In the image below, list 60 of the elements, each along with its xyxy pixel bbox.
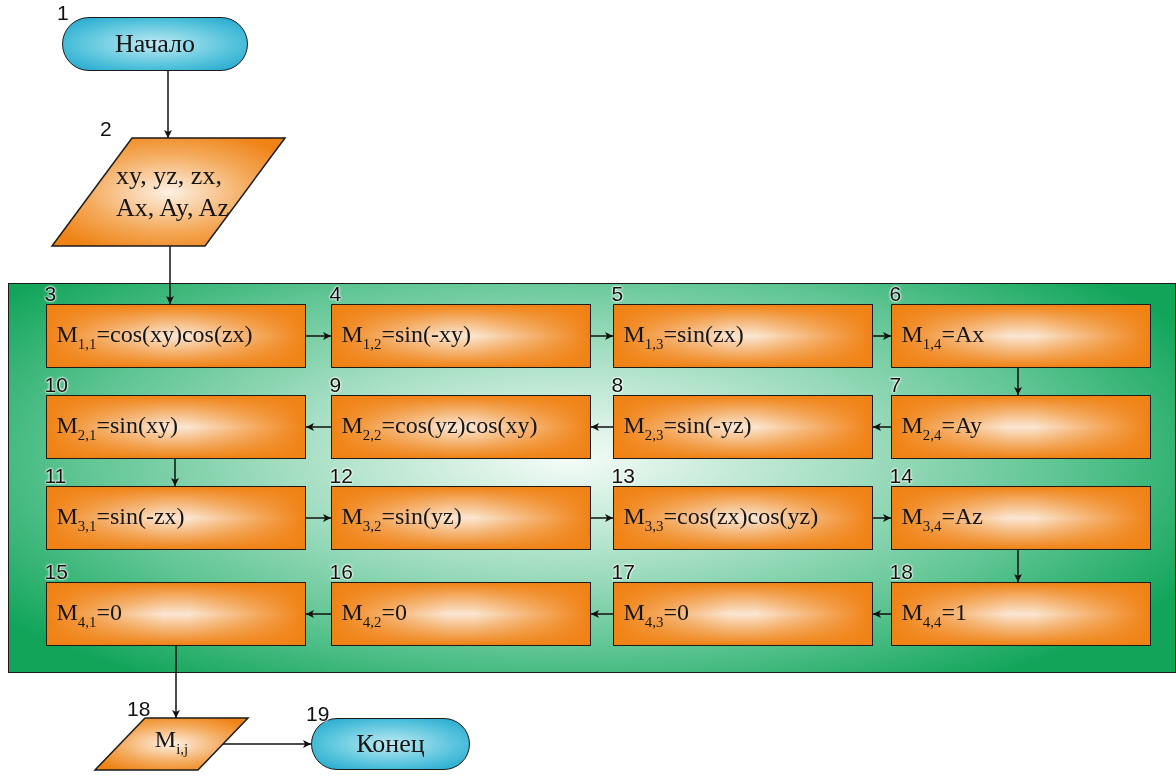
step-number: 1	[57, 2, 69, 23]
arrow	[872, 423, 892, 431]
step-number: 2	[100, 118, 112, 139]
arrow	[164, 70, 172, 139]
arrow	[222, 740, 312, 748]
arrow	[872, 332, 892, 340]
formula-text: M$_{2,4}$=Ay	[901, 410, 983, 445]
step-number: 18	[127, 698, 151, 719]
io-text: xy, yz, zx, Ax, Ay, Az	[116, 160, 230, 224]
formula-text: M$_{1,4}$=Ax	[901, 319, 985, 354]
arrow	[590, 514, 614, 522]
formula-text: M$_{1,3}$=sin(zx)	[623, 319, 744, 354]
step-number: 17	[611, 560, 635, 582]
io-text: M$_{i,j}$	[153, 726, 190, 758]
step-number: 15	[44, 560, 68, 582]
step-number: 18	[889, 560, 913, 582]
step-number: 14	[889, 464, 913, 486]
formula-text: M$_{4,3}$=0	[623, 597, 689, 632]
formula-text: M$_{1,1}$=cos(xy)cos(zx)	[56, 319, 253, 354]
arrow	[305, 514, 332, 522]
step-number: 7	[889, 373, 902, 395]
formula-text: M$_{1,2}$=sin(-xy)	[341, 319, 471, 354]
step-number: 5	[611, 282, 624, 304]
arrow	[590, 610, 614, 618]
loop-panel	[8, 283, 1176, 673]
arrow	[590, 332, 614, 340]
arrow	[1014, 549, 1022, 583]
terminal-label: Начало	[113, 29, 197, 59]
arrow	[305, 610, 332, 618]
step-number: 12	[329, 464, 353, 486]
formula-text: M$_{3,2}$=sin(yz)	[341, 501, 462, 536]
terminal-label: Конец	[355, 729, 426, 759]
arrow	[172, 645, 180, 719]
arrow	[872, 610, 892, 618]
arrow	[590, 423, 614, 431]
step-number: 19	[306, 703, 330, 724]
formula-text: M$_{2,1}$=sin(xy)	[56, 410, 178, 445]
formula-text: M$_{4,2}$=0	[341, 597, 407, 632]
formula-text: M$_{2,2}$=cos(yz)cos(xy)	[341, 410, 538, 445]
arrow	[305, 332, 332, 340]
formula-text: M$_{2,3}$=sin(-yz)	[623, 410, 752, 445]
formula-text: M$_{4,1}$=0	[56, 597, 122, 632]
step-number: 11	[44, 464, 67, 486]
formula-text: M$_{3,4}$=Az	[901, 501, 983, 536]
formula-text: M$_{3,1}$=sin(-zx)	[56, 501, 185, 536]
arrow	[1014, 367, 1022, 396]
step-number: 10	[44, 373, 68, 395]
arrow	[171, 458, 179, 487]
formula-text: M$_{4,4}$=1	[901, 597, 967, 632]
arrow	[305, 423, 332, 431]
step-number: 16	[329, 560, 353, 582]
step-number: 4	[329, 282, 342, 304]
step-number: 13	[611, 464, 635, 486]
arrow	[166, 245, 174, 305]
formula-text: M$_{3,3}$=cos(zx)cos(yz)	[623, 501, 819, 536]
step-number: 9	[329, 373, 342, 395]
step-number: 8	[611, 373, 624, 395]
step-number: 6	[889, 282, 902, 304]
arrow	[872, 514, 892, 522]
step-number: 3	[44, 282, 57, 304]
